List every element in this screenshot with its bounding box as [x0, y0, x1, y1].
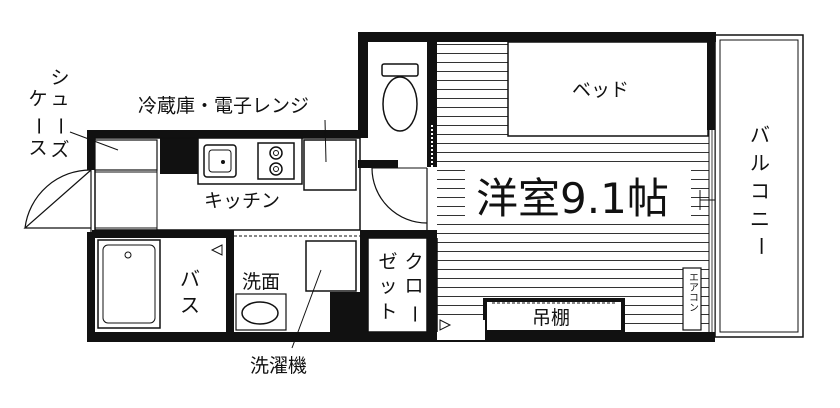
fridge-range-label: 冷蔵庫・電子レンジ: [138, 95, 309, 117]
balcony-label: バ ル コ ニ ー: [749, 123, 773, 256]
closet-label: ク ロ ー ゼ ッ ト: [378, 251, 425, 324]
svg-text:コ: コ: [750, 179, 770, 203]
washing-machine-label: 洗濯機: [250, 355, 307, 377]
main-room-label: 洋室9.1帖: [476, 174, 669, 223]
svg-text:ク: ク: [404, 251, 423, 273]
toilet: [381, 63, 419, 132]
shoe-case-label: シ ュ ー ズ ケ ー ス: [27, 67, 71, 161]
svg-text:ケ: ケ: [28, 88, 47, 110]
svg-text:バ: バ: [180, 267, 200, 291]
svg-text:ロ: ロ: [404, 275, 423, 297]
svg-text:バ: バ: [750, 123, 770, 147]
svg-text:ー: ー: [403, 304, 425, 323]
svg-text:ュ: ュ: [50, 88, 69, 110]
bath-label: バ ス: [180, 267, 200, 317]
balcony: [714, 34, 804, 338]
stove: [257, 142, 295, 180]
hanging-shelf-label: 吊棚: [532, 307, 570, 329]
kitchen-label: キッチン: [204, 190, 280, 212]
bed-label: ベッド: [572, 79, 629, 101]
svg-text:ゼ: ゼ: [378, 251, 397, 273]
washroom-label: 洗面: [242, 271, 280, 293]
svg-text:ッ: ッ: [378, 275, 397, 297]
hanging-shelf: [483, 298, 625, 334]
svg-text:ズ: ズ: [50, 139, 69, 161]
svg-text:ー: ー: [27, 116, 49, 135]
svg-text:シ: シ: [50, 67, 69, 89]
svg-text:ス: ス: [28, 137, 47, 159]
aircon-label: エアコン: [687, 272, 699, 312]
sink: [203, 144, 237, 178]
svg-text:ス: ス: [180, 293, 200, 317]
svg-text:ル: ル: [750, 151, 770, 175]
bed: [507, 41, 709, 137]
svg-text:ト: ト: [378, 301, 397, 323]
aircon-unit: [682, 267, 702, 331]
washing-machine-space: [305, 240, 357, 292]
svg-text:ニ: ニ: [750, 207, 770, 231]
svg-text:ー: ー: [49, 116, 71, 135]
bathtub: [97, 239, 161, 329]
svg-text:ー: ー: [749, 236, 773, 256]
fridge-space: [303, 139, 357, 191]
